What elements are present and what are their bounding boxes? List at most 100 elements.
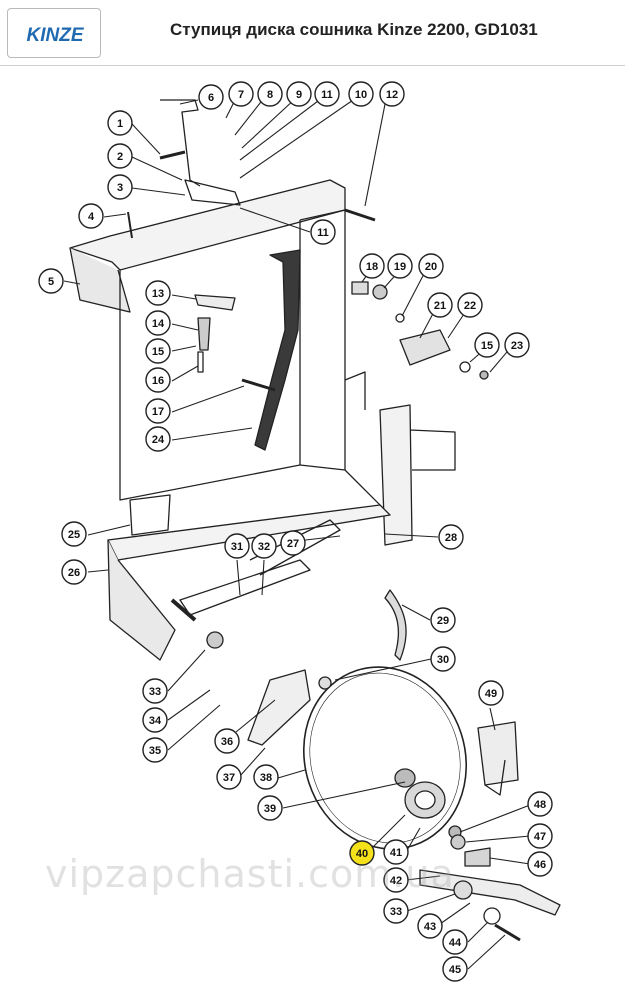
- callout-label: 49: [485, 688, 497, 700]
- callout-circle: [280, 530, 306, 556]
- callout-32: 32: [251, 533, 277, 559]
- seed-tube: [254, 249, 301, 451]
- kinze-logo: KINZE: [7, 8, 101, 58]
- pin-16: [197, 351, 204, 373]
- callout-44: 44: [442, 929, 468, 955]
- callout-circle: [142, 707, 168, 733]
- bolt-45: [494, 923, 521, 942]
- callout-circle: [216, 764, 242, 790]
- bushing-33a: [206, 631, 224, 649]
- callout-label: 10: [355, 89, 367, 101]
- callout-label: 34: [149, 715, 162, 727]
- nut-23: [479, 370, 489, 380]
- callout-circle: [286, 81, 312, 107]
- callout-47: 47: [527, 823, 553, 849]
- callout-42: 42: [383, 867, 409, 893]
- washer-44: [483, 907, 501, 925]
- callout-15: 15: [474, 332, 500, 358]
- callout-label: 5: [48, 276, 54, 288]
- callout-17: 17: [145, 398, 171, 424]
- callout-40: 40: [349, 840, 375, 866]
- callout-circle: [145, 338, 171, 364]
- callout-label: 14: [152, 318, 165, 330]
- lower-frame-top: [107, 504, 391, 561]
- bracket-3: [184, 179, 241, 206]
- callout-label: 41: [390, 847, 402, 859]
- callout-33: 33: [142, 678, 168, 704]
- callout-21: 21: [427, 292, 453, 318]
- leader-lines: [63, 97, 531, 970]
- callout-label: 44: [449, 937, 462, 949]
- callout-circle: [145, 310, 171, 336]
- callout-label: 30: [437, 654, 449, 666]
- spacer-30: [318, 676, 332, 690]
- frame-top-plate: [69, 179, 346, 271]
- callout-3: 3: [107, 174, 133, 200]
- callout-label: 27: [287, 538, 299, 550]
- page-header: KINZE Ступиця диска сошника Kinze 2200, …: [0, 0, 625, 66]
- callout-circle: [214, 728, 240, 754]
- callout-circle: [228, 81, 254, 107]
- callout-label: 11: [317, 227, 329, 239]
- callout-label: 26: [68, 567, 80, 579]
- callout-circle: [527, 791, 553, 817]
- callout-30: 30: [430, 646, 456, 672]
- shank-plate: [409, 429, 456, 471]
- callout-label: 35: [149, 745, 161, 757]
- callout-label: 17: [152, 406, 164, 418]
- kinze-logo-icon: KINZE: [27, 25, 85, 46]
- callout-label: 11: [321, 89, 333, 101]
- callout-20: 20: [418, 253, 444, 279]
- callout-label: 46: [534, 859, 546, 871]
- bolt-17: [241, 378, 276, 392]
- callout-label: 16: [152, 375, 164, 387]
- callout-31: 31: [224, 533, 250, 559]
- callout-circle: [478, 680, 504, 706]
- callout-15: 15: [145, 338, 171, 364]
- callout-label: 31: [231, 541, 243, 553]
- callout-circle: [379, 81, 405, 107]
- callout-circle: [504, 332, 530, 358]
- scraper-blade: [384, 589, 407, 661]
- callout-11: 11: [310, 219, 336, 245]
- callout-circle: [442, 956, 468, 982]
- callout-circle: [145, 280, 171, 306]
- callout-label: 45: [449, 964, 461, 976]
- callout-28: 28: [438, 524, 464, 550]
- callout-label: 20: [425, 261, 437, 273]
- callout-37: 37: [216, 764, 242, 790]
- page-title: Ступиця диска сошника Kinze 2200, GD1031: [170, 20, 538, 39]
- bearing-39: [394, 768, 416, 788]
- callout-circle: [474, 332, 500, 358]
- callout-label: 2: [117, 151, 123, 163]
- callout-label: 25: [68, 529, 80, 541]
- callout-circle: [348, 81, 374, 107]
- callout-45: 45: [442, 956, 468, 982]
- callout-label: 39: [264, 803, 276, 815]
- arm-upper: [179, 559, 311, 616]
- callout-35: 35: [142, 737, 168, 763]
- cap-46: [464, 847, 491, 867]
- pin-18: [351, 281, 369, 295]
- callout-label: 22: [464, 300, 476, 312]
- callout-46: 46: [527, 851, 553, 877]
- disc-inner-edge: [309, 672, 461, 844]
- axle-bolt: [170, 598, 197, 622]
- frame-end-cap: [69, 247, 131, 313]
- callout-circle: [145, 367, 171, 393]
- gauge-arm: [247, 669, 311, 746]
- callout-circle: [257, 81, 283, 107]
- frame-tab: [344, 371, 366, 410]
- callout-circle: [314, 81, 340, 107]
- callout-circle: [253, 764, 279, 790]
- bearing-33b: [453, 880, 473, 900]
- callout-circle: [430, 607, 456, 633]
- callout-29: 29: [430, 607, 456, 633]
- spring-14: [197, 317, 211, 351]
- disc-opener: [302, 666, 468, 850]
- callout-label: 28: [445, 532, 457, 544]
- callout-25: 25: [61, 521, 87, 547]
- callout-2: 2: [107, 143, 133, 169]
- callout-label: 32: [258, 541, 270, 553]
- callout-label: 6: [208, 92, 214, 104]
